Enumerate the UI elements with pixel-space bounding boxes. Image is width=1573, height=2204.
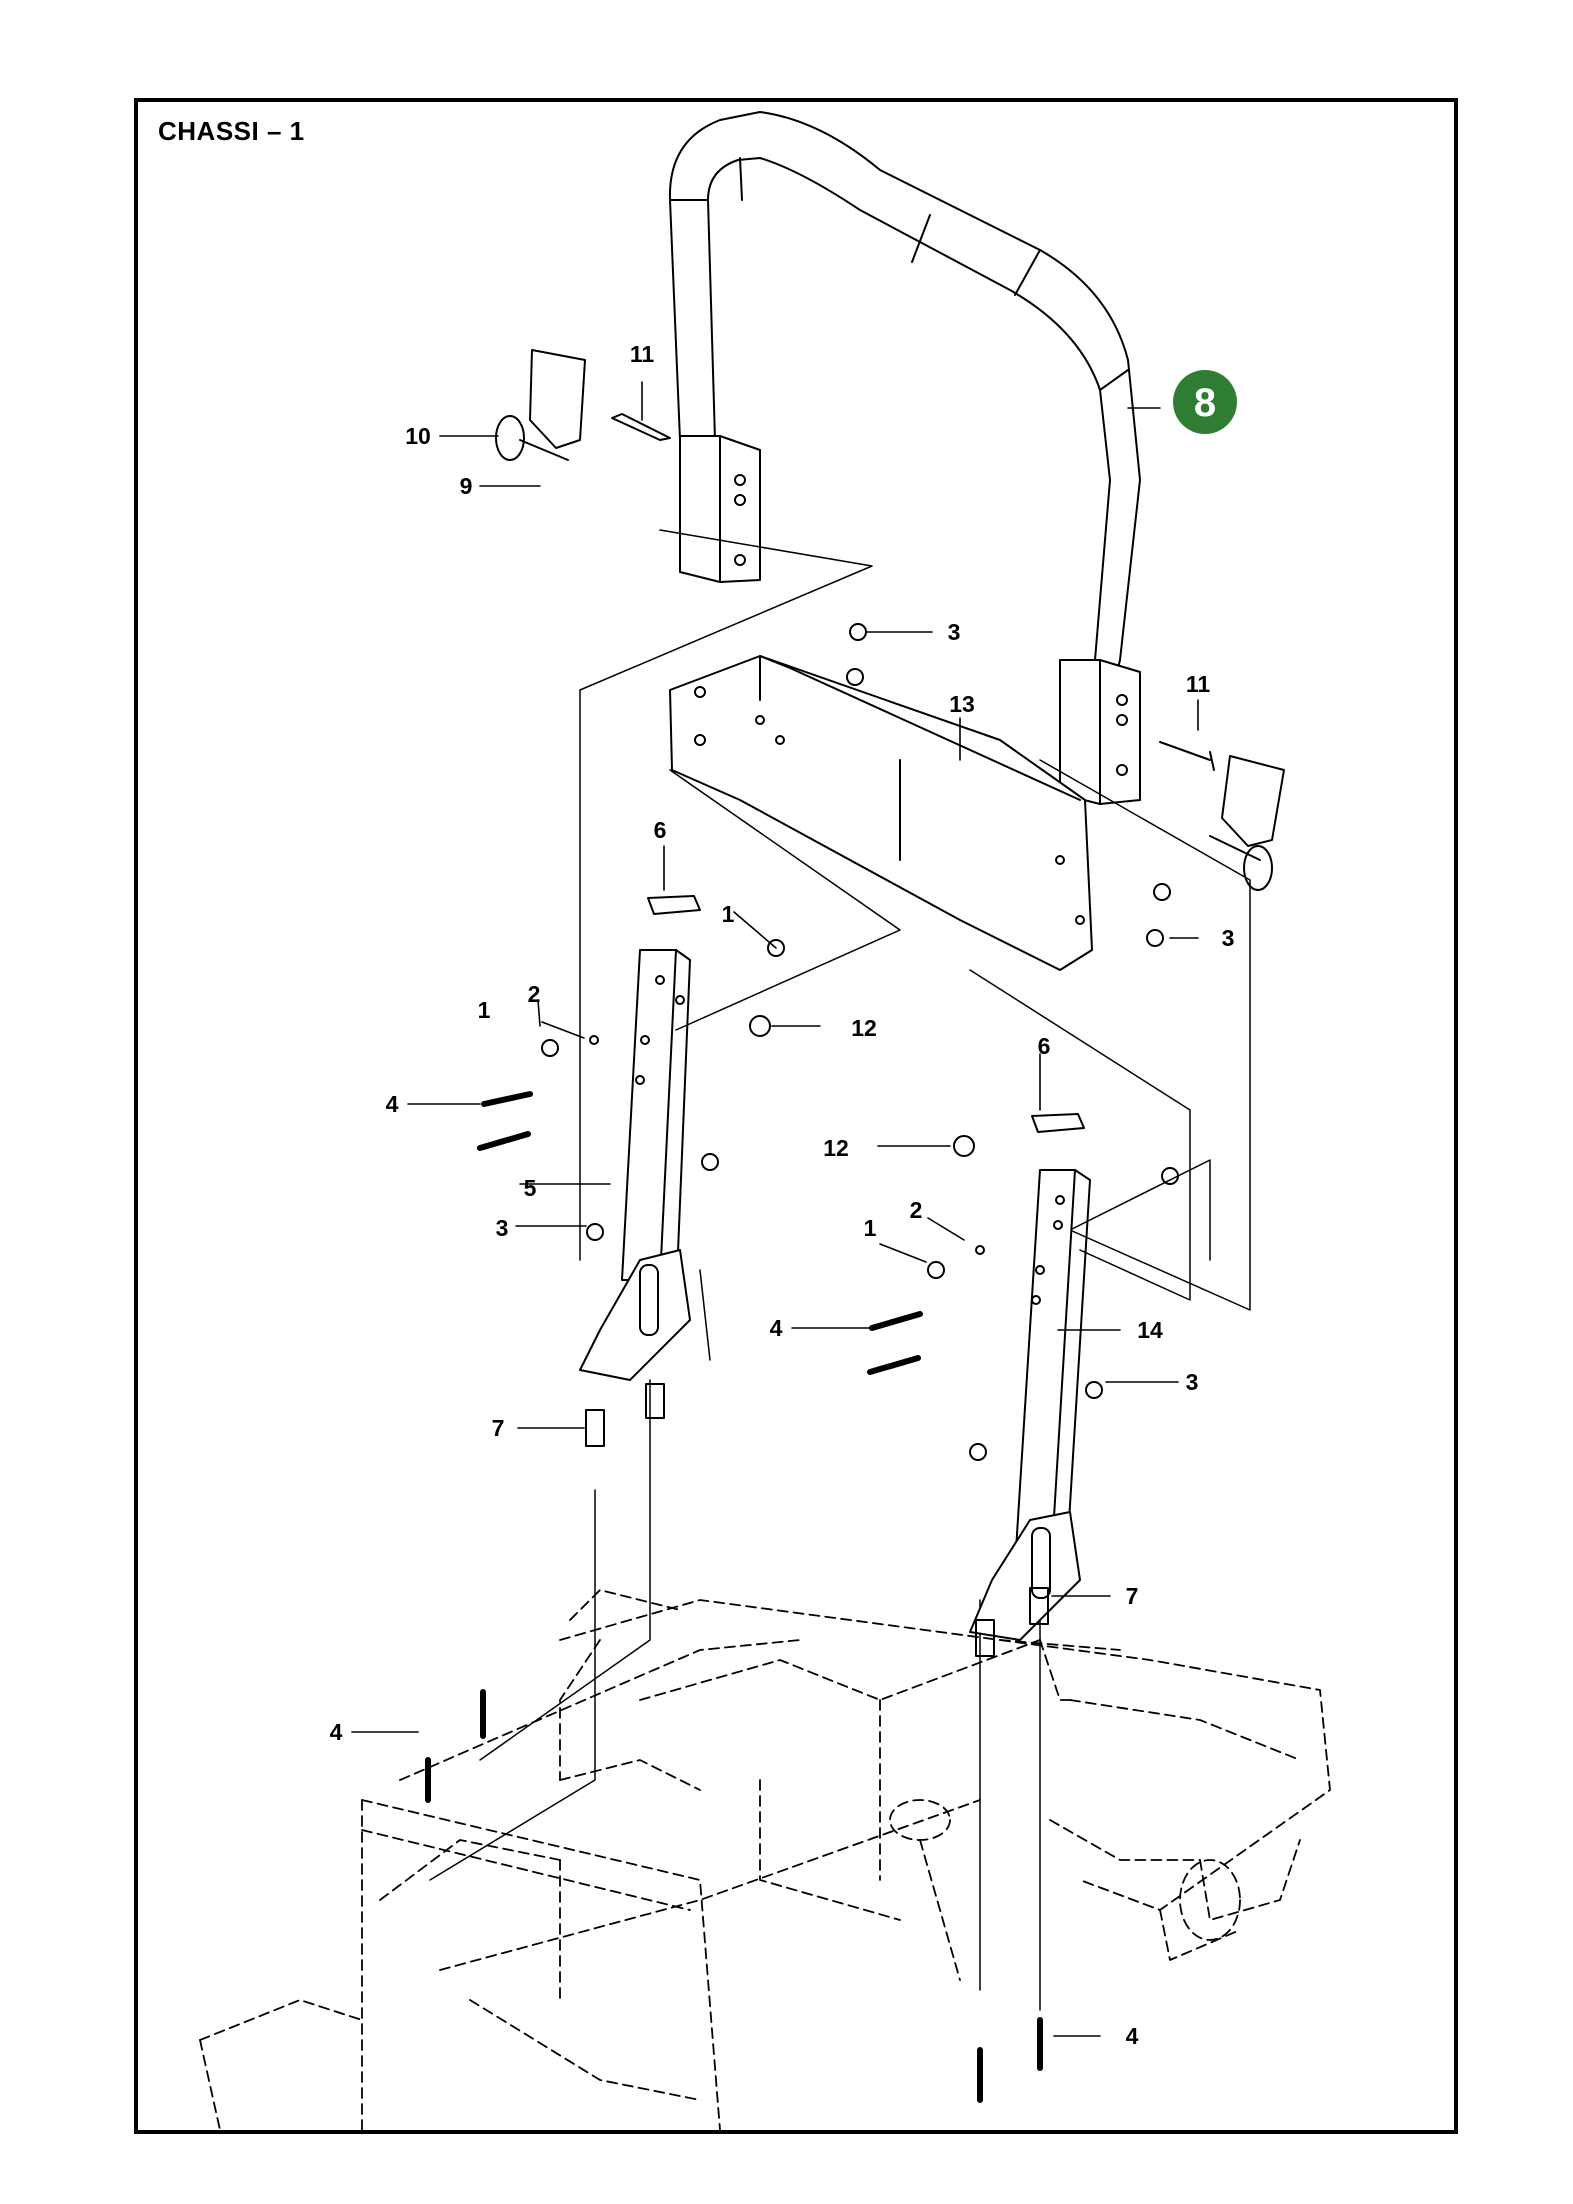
- callout-3-lower-right: 3: [1186, 1369, 1199, 1395]
- cross-bracket: [669, 655, 1093, 971]
- callout-12-left: 12: [851, 1015, 877, 1041]
- fasteners: [425, 623, 1179, 2103]
- leader-lines: [351, 381, 1199, 2037]
- callout-1-right: 1: [864, 1215, 877, 1241]
- callout-9: 9: [460, 473, 473, 499]
- callout-1-upper: 1: [722, 901, 735, 927]
- callout-4-left: 4: [386, 1091, 399, 1117]
- drawing-frame: [134, 98, 1458, 2134]
- post-right: [969, 1113, 1091, 1657]
- callout-3-top: 3: [948, 619, 961, 645]
- callout-3-left: 3: [496, 1215, 509, 1241]
- page-title: CHASSI – 1: [158, 116, 305, 146]
- callout-13: 13: [949, 691, 975, 717]
- post-left: [579, 895, 701, 1447]
- callout-6-right: 6: [1038, 1033, 1051, 1059]
- callout-4-right: 4: [770, 1315, 783, 1341]
- callout-2-right: 2: [910, 1197, 923, 1223]
- callout-11-right: 11: [1186, 671, 1211, 697]
- callout-11-top: 11: [630, 341, 655, 367]
- callout-14: 14: [1137, 1317, 1163, 1343]
- callout-4-bottom-left: 4: [330, 1719, 343, 1745]
- callout-2-left: 2: [528, 981, 541, 1007]
- callout-1-left: 1: [478, 997, 491, 1023]
- callout-7-right: 7: [1126, 1583, 1139, 1609]
- highlight-badge: [1173, 370, 1237, 434]
- callout-4-bottom-right: 4: [1126, 2023, 1139, 2049]
- lynch-pin-right: [1209, 755, 1285, 891]
- chassis-frame: [199, 1589, 1331, 2131]
- callout-12-right: 12: [823, 1135, 849, 1161]
- highlight-label: 8: [1194, 381, 1216, 425]
- roll-bar: [611, 111, 1215, 805]
- callout-10: 10: [405, 423, 431, 449]
- assembly-guide-lines: [429, 529, 1251, 2011]
- lynch-pin-left: [495, 349, 586, 461]
- callout-5: 5: [524, 1175, 537, 1201]
- callout-labels: 11 10 9 3 13 11 6 1 2 1 12 3 4 5 3 6 12 …: [330, 341, 1235, 2049]
- callout-3-right: 3: [1222, 925, 1235, 951]
- callout-7-left: 7: [492, 1415, 505, 1441]
- callout-6-left: 6: [654, 817, 667, 843]
